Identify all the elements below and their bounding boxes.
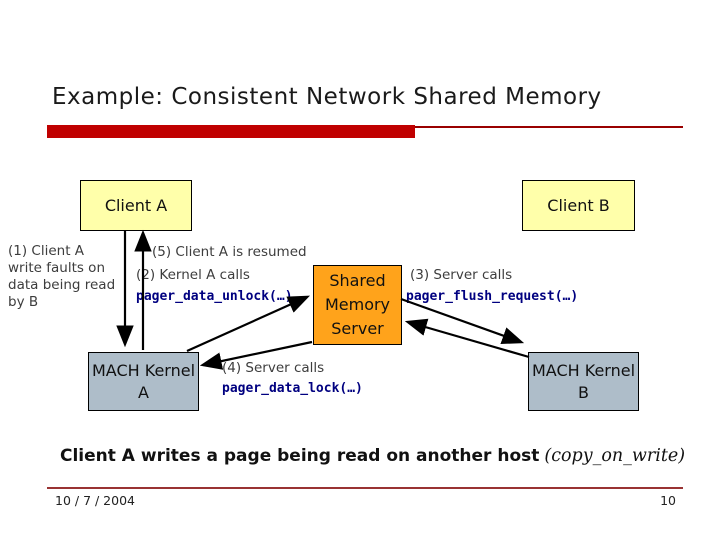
kernel-b-label-line: B xyxy=(578,382,589,402)
annotation-step1: (1) Client A write faults on data being … xyxy=(8,243,134,311)
annotation-step5: (5) Client A is resumed xyxy=(152,244,307,260)
arrow-kernel-b-to-server xyxy=(404,318,530,359)
annotation-step4-label: (4) Server calls xyxy=(222,360,325,376)
box-shared-memory-server: Shared Memory Server xyxy=(313,265,402,345)
annotation-step3-label: (3) Server calls xyxy=(410,267,513,283)
annotation-step1-line: by B xyxy=(8,294,39,310)
annotation-step2-label: (2) Kernel A calls xyxy=(136,267,250,283)
kernel-a-label-line: MACH Kernel xyxy=(91,360,196,380)
box-client-b-label: Client B xyxy=(547,195,610,215)
slide-caption: Client A writes a page being read on ano… xyxy=(60,446,686,466)
footer-divider xyxy=(47,487,683,489)
box-client-a: Client A xyxy=(80,180,192,231)
footer-date: 10 / 7 / 2004 xyxy=(55,493,135,508)
kernel-b-label-line: MACH Kernel xyxy=(531,360,636,380)
arrow-kernel-a-to-server xyxy=(186,295,311,353)
slide-title: Example: Consistent Network Shared Memor… xyxy=(52,84,602,110)
annotation-step1-line: data being read xyxy=(8,277,116,293)
caption-emphasis-text: (copy_on_write) xyxy=(544,446,686,466)
kernel-a-label-line: A xyxy=(138,382,149,402)
arrow-server-to-kernel-b xyxy=(400,297,525,344)
annotation-step2-code: pager_data_unlock(…) xyxy=(136,289,293,304)
server-label-line: Server xyxy=(331,319,384,338)
annotation-step1-line: write faults on xyxy=(8,260,105,276)
footer-page-number: 10 xyxy=(660,493,676,508)
server-label-line: Memory xyxy=(324,295,391,314)
box-client-b: Client B xyxy=(522,180,635,231)
annotation-step3-code: pager_flush_request(…) xyxy=(406,289,579,304)
server-label-line: Shared xyxy=(329,271,386,290)
caption-main-text: Client A writes a page being read on ano… xyxy=(60,446,540,466)
box-mach-kernel-b: MACH Kernel B xyxy=(528,352,639,411)
box-mach-kernel-a: MACH Kernel A xyxy=(88,352,199,411)
annotation-step4-code: pager_data_lock(…) xyxy=(222,381,363,396)
annotation-step1-line: (1) Client A xyxy=(8,243,85,259)
title-underline-thick xyxy=(47,125,415,138)
box-client-a-label: Client A xyxy=(104,195,168,215)
